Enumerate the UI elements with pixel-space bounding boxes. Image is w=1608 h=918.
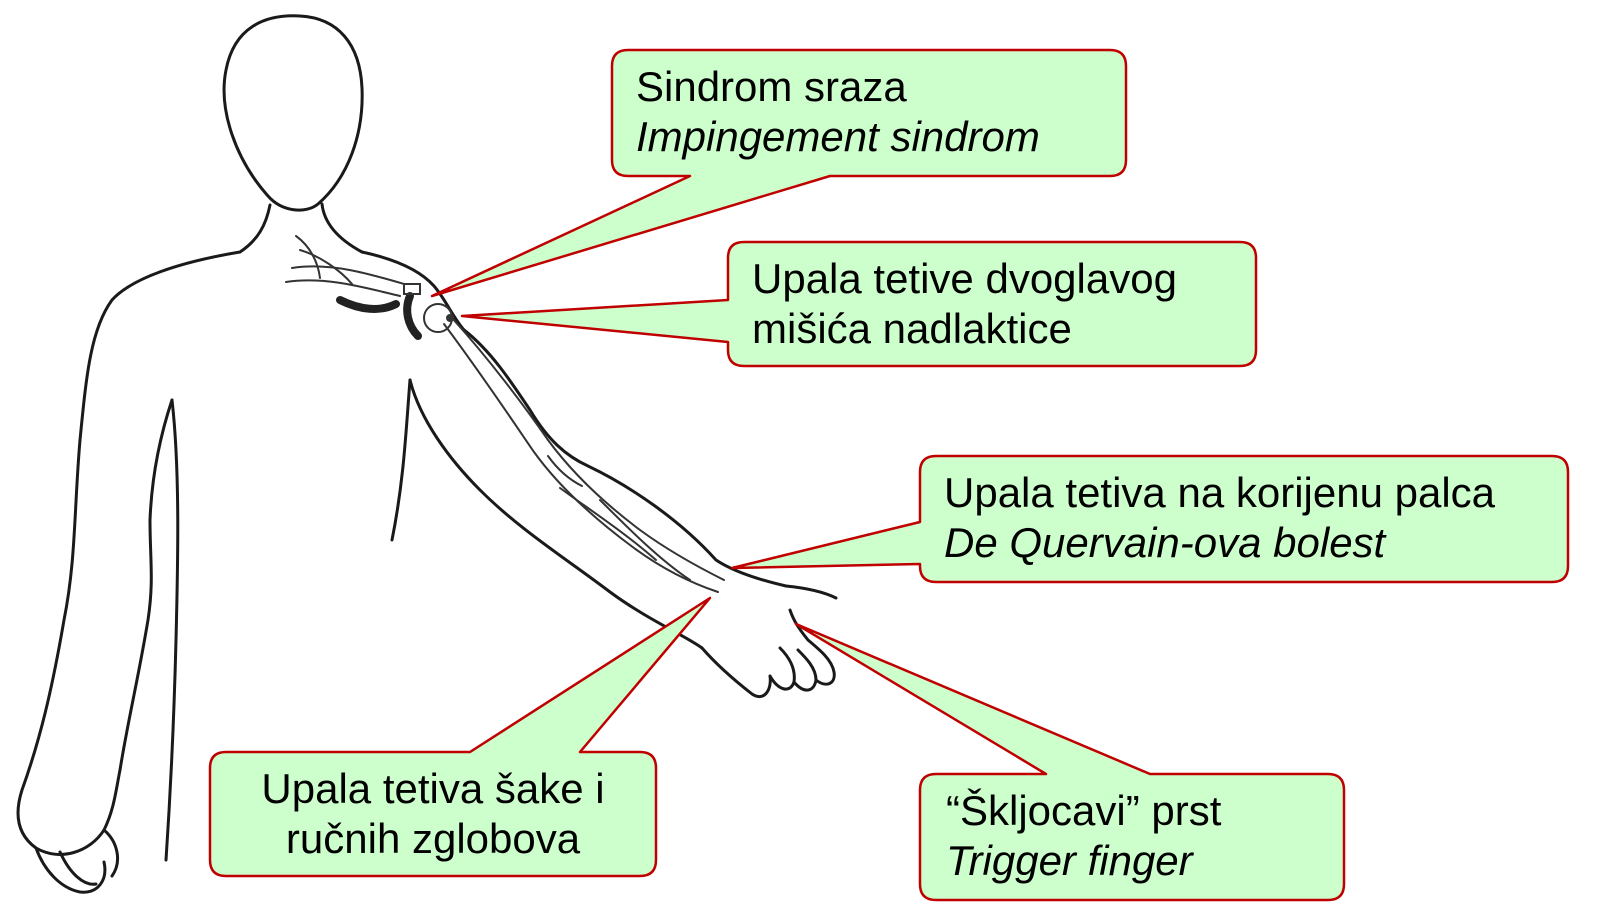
callout-trigger-text: “Škljocavi” prst Trigger finger (946, 786, 1221, 886)
wrist-line2: ručnih zglobova (212, 814, 654, 864)
anatomy-details (286, 236, 724, 592)
neck-right (322, 204, 362, 252)
biceps-line2: mišića nadlaktice (752, 304, 1177, 354)
callout-wrist-text: Upala tetiva šake i ručnih zglobova (212, 764, 654, 864)
impingement-line2: Impingement sindrom (636, 112, 1040, 162)
biceps-line1: Upala tetive dvoglavog (752, 254, 1177, 304)
callout-biceps-text: Upala tetive dvoglavog mišića nadlaktice (752, 254, 1177, 354)
right-arm-upper-inner (410, 380, 702, 648)
head-outline (224, 16, 362, 210)
wrist-line1: Upala tetiva šake i (212, 764, 654, 814)
left-hand-fingers (36, 830, 118, 892)
right-arm-upper-outer (464, 330, 786, 586)
callout-impingement-text: Sindrom sraza Impingement sindrom (636, 62, 1040, 162)
right-hand-outline (702, 586, 836, 697)
left-arm-outline (18, 252, 240, 854)
trigger-line2: Trigger finger (946, 836, 1221, 886)
dequervain-line1: Upala tetiva na korijenu palca (944, 468, 1495, 518)
torso-right (392, 380, 410, 540)
torso-left (166, 400, 178, 860)
dequervain-line2: De Quervain-ova bolest (944, 518, 1495, 568)
neck-left (240, 205, 270, 252)
callout-dequervain-text: Upala tetiva na korijenu palca De Querva… (944, 468, 1495, 568)
left-arm-inner (120, 400, 172, 770)
trigger-line1: “Škljocavi” prst (946, 786, 1221, 836)
impingement-line1: Sindrom sraza (636, 62, 1040, 112)
